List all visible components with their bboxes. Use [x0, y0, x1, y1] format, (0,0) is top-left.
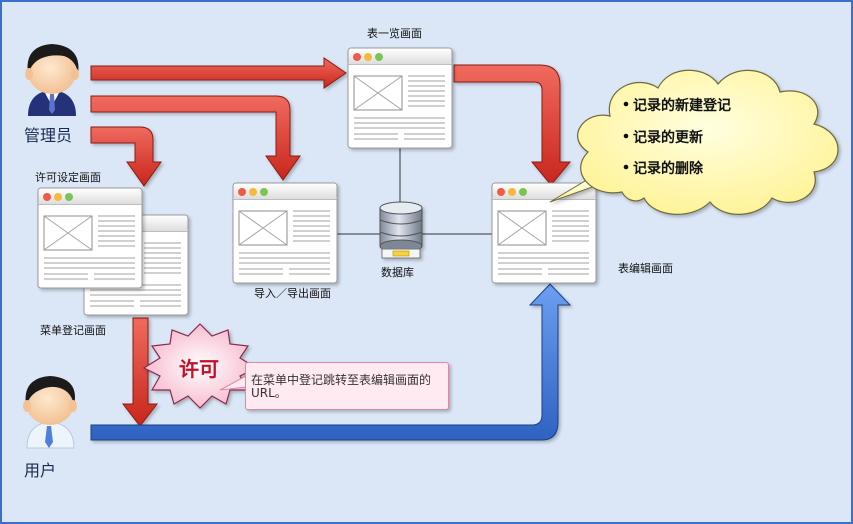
cloud-item-create: 记录的新建登记: [633, 98, 731, 114]
database-connectors: [337, 148, 492, 235]
cloud-item-update: 记录的更新: [633, 130, 703, 146]
url-note: 在菜单中登记跳转至表编辑画面的URL。: [245, 362, 449, 410]
table-edit-label: 表编辑画面: [618, 262, 673, 275]
table-list-label: 表一览画面: [367, 27, 422, 40]
arrow-admin-to-permission: [90, 126, 162, 187]
user-avatar: [23, 376, 77, 449]
arrow-admin-to-import-export: [90, 95, 301, 181]
permission-label: 许可设定画面: [35, 171, 101, 184]
menu-register-label: 菜单登记画面: [40, 324, 106, 337]
admin-arrows: [90, 57, 572, 427]
arrow-menu-to-user: [121, 317, 159, 427]
screen-import-export: [232, 182, 338, 284]
screen-table-list: [347, 47, 453, 149]
admin-avatar: [25, 44, 79, 116]
arrow-admin-to-table-list: [90, 57, 347, 89]
thought-cloud: [549, 69, 839, 215]
arrow-table-list-to-table-edit: [453, 64, 572, 186]
cloud-item-delete: 记录的删除: [633, 161, 703, 177]
database-label: 数据库: [381, 266, 414, 279]
permission-burst-label: 许可: [179, 357, 219, 381]
admin-label: 管理员: [24, 126, 73, 145]
arrow-user-to-table-edit: [90, 283, 572, 441]
screen-permission: [37, 187, 143, 289]
database-icon: [379, 201, 423, 259]
user-label: 用户: [24, 461, 57, 480]
import-export-label: 导入／导出画面: [254, 287, 331, 300]
screen-table-edit: [491, 182, 597, 284]
